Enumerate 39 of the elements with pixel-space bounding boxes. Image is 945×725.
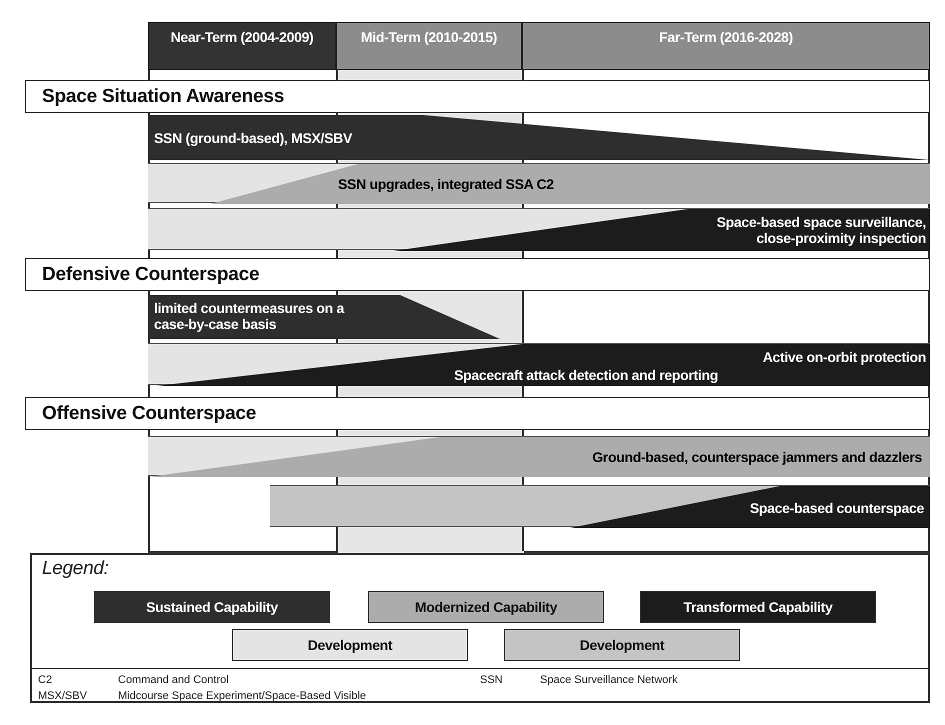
bar-label: limited countermeasures on a case-by-case basis <box>154 300 346 332</box>
capability-bar <box>148 208 930 250</box>
legend-swatch: Development <box>504 629 740 661</box>
bar-label: SSN (ground-based), MSX/SBV <box>154 130 352 146</box>
capability-bar <box>270 485 930 527</box>
column-title: Near-Term (2004-2009) <box>170 29 314 45</box>
abbreviation-text: MSX/SBV <box>38 689 87 703</box>
section-title: Defensive Counterspace <box>42 264 260 286</box>
column-header <box>522 22 930 70</box>
section-band <box>25 397 930 430</box>
capability-bar <box>148 163 930 203</box>
section-band <box>25 80 930 113</box>
capability-bar <box>148 343 930 385</box>
bar-label: Ground-based, counterspace jammers and dazzlers <box>592 449 922 465</box>
legend-swatch: Sustained Capability <box>94 591 330 623</box>
bar-label: Active on-orbit protection <box>762 349 926 365</box>
bar-label: Space-based counterspace <box>750 500 924 516</box>
capability-bar <box>148 436 930 476</box>
capability-bar <box>148 295 500 339</box>
column-title: Far-Term (2016-2028) <box>658 29 794 45</box>
abbreviation-text: Space Surveillance Network <box>540 673 678 687</box>
column-header <box>336 22 522 70</box>
abbreviation-text: C2 <box>38 673 52 687</box>
section-title: Space Situation Awareness <box>42 86 284 108</box>
abbreviation-text: Command and Control <box>118 673 229 687</box>
abbreviation-text: Midcourse Space Experiment/Space-Based Visible <box>118 689 366 703</box>
column-header <box>148 22 336 70</box>
legend-swatch: Modernized Capability <box>368 591 604 623</box>
bar-label: Spacecraft attack detection and reporting <box>454 367 718 383</box>
legend-swatch: Transformed Capability <box>640 591 876 623</box>
section-band <box>25 258 930 291</box>
legend-swatch: Development <box>232 629 468 661</box>
legend-title: Legend: <box>42 561 109 577</box>
section-title: Offensive Counterspace <box>42 403 256 425</box>
bar-label: Space-based space surveillance, close-proximity inspection <box>716 214 926 246</box>
abbreviation-text: SSN <box>480 673 503 687</box>
capability-bar <box>148 115 930 160</box>
column-title: Mid-Term (2010-2015) <box>360 29 498 45</box>
bar-label: SSN upgrades, integrated SSA C2 <box>338 176 554 192</box>
